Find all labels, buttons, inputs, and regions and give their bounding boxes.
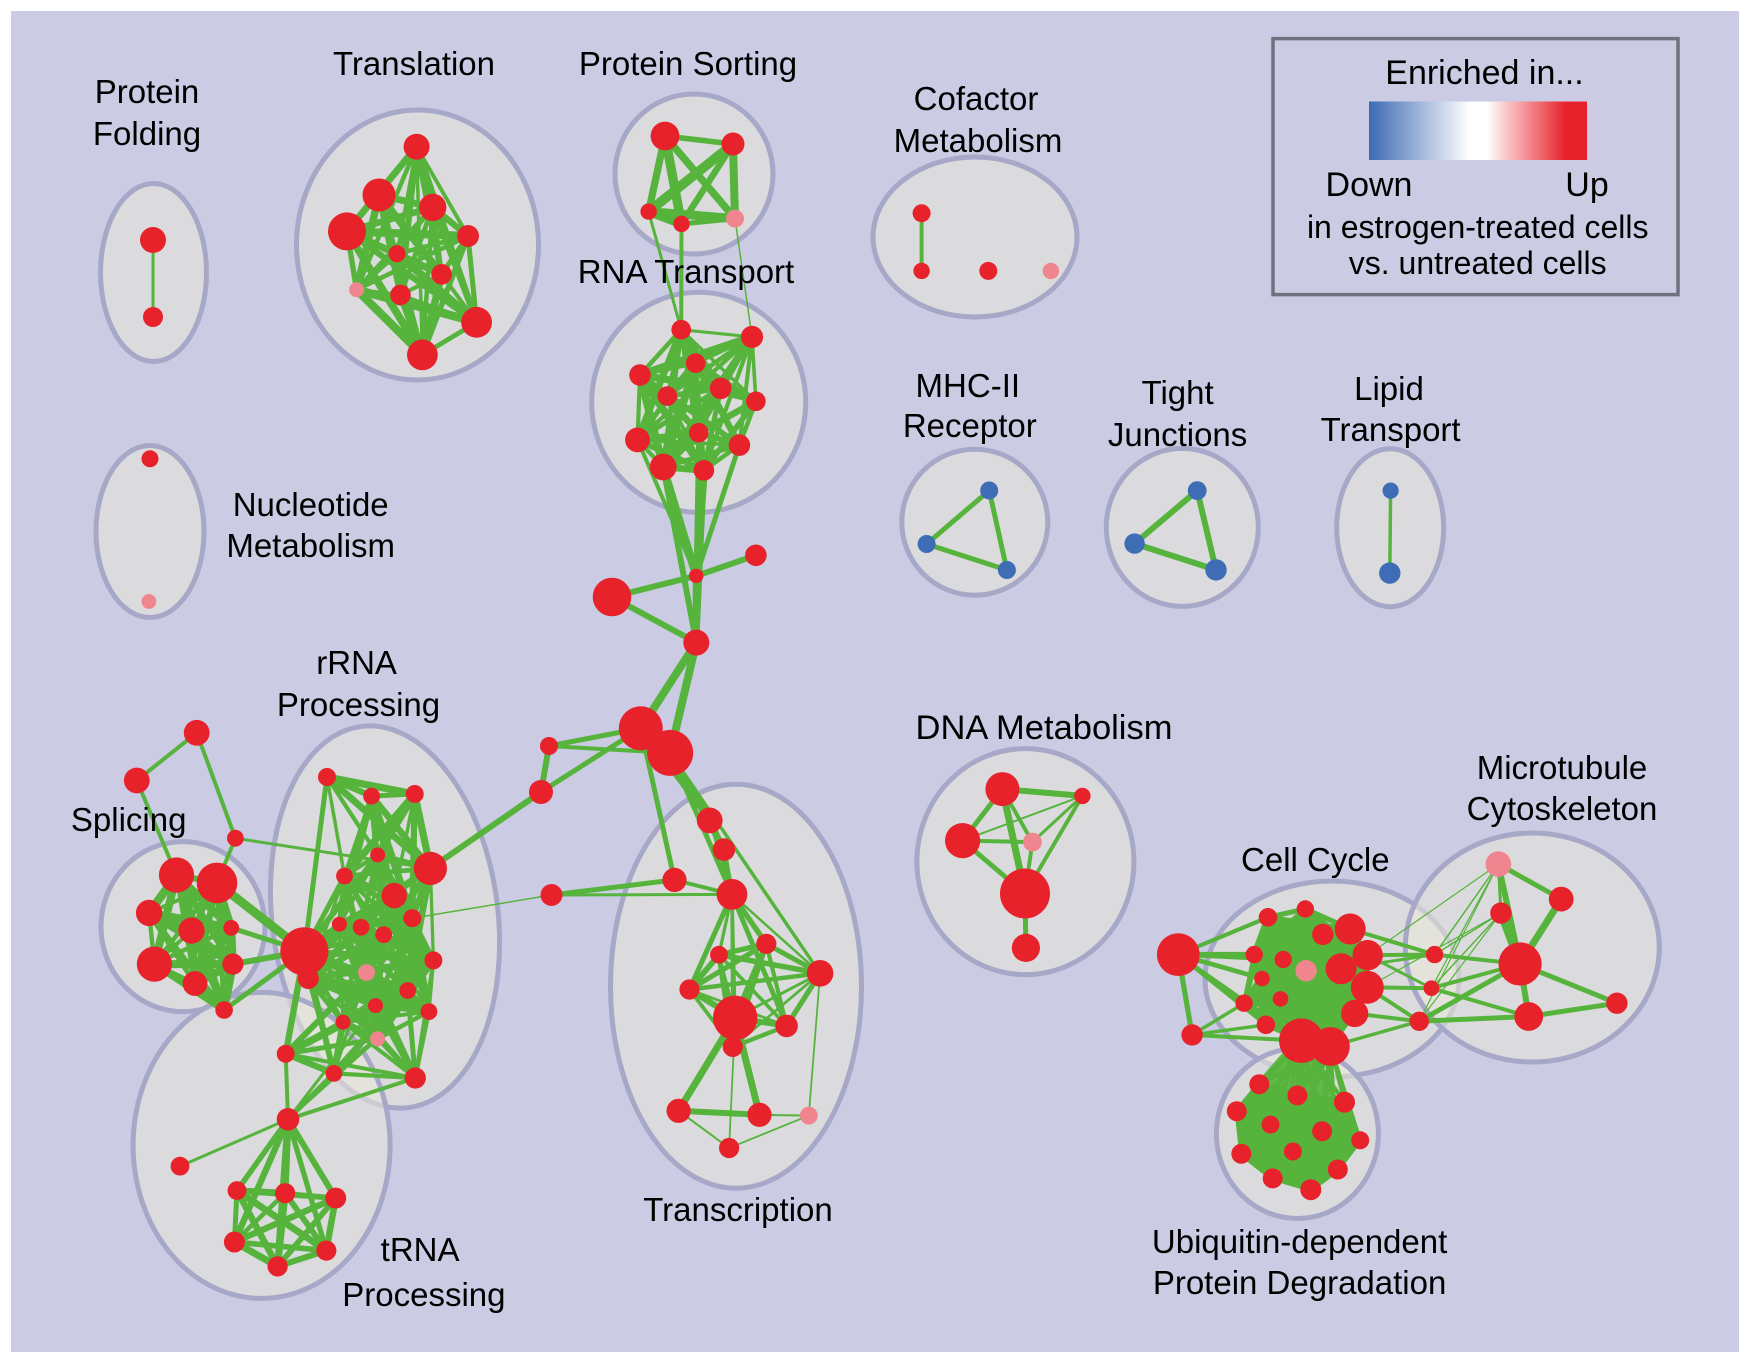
svg-text:Ubiquitin-dependent: Ubiquitin-dependent — [1152, 1223, 1447, 1260]
svg-text:Metabolism: Metabolism — [226, 527, 395, 564]
svg-text:rRNA: rRNA — [316, 644, 397, 681]
svg-text:Protein: Protein — [95, 73, 200, 110]
svg-text:Processing: Processing — [342, 1276, 505, 1313]
svg-text:Down: Down — [1326, 166, 1413, 204]
svg-text:Processing: Processing — [277, 686, 440, 723]
svg-text:Splicing: Splicing — [71, 801, 187, 838]
svg-text:Junctions: Junctions — [1108, 416, 1247, 453]
svg-text:Microtubule: Microtubule — [1477, 749, 1648, 786]
svg-text:Transcription: Transcription — [643, 1191, 833, 1228]
svg-text:Tight: Tight — [1142, 374, 1214, 411]
svg-text:Metabolism: Metabolism — [894, 122, 1063, 159]
svg-text:Up: Up — [1565, 166, 1608, 204]
svg-text:Cytoskeleton: Cytoskeleton — [1467, 790, 1658, 827]
svg-text:Receptor: Receptor — [903, 407, 1037, 444]
svg-text:Cofactor: Cofactor — [914, 80, 1039, 117]
svg-text:Transport: Transport — [1321, 411, 1461, 448]
svg-text:Cell Cycle: Cell Cycle — [1241, 841, 1390, 878]
svg-text:vs. untreated cells: vs. untreated cells — [1349, 245, 1607, 281]
svg-text:Translation: Translation — [333, 45, 495, 82]
svg-text:tRNA: tRNA — [381, 1231, 460, 1268]
svg-text:Protein Sorting: Protein Sorting — [579, 45, 797, 82]
svg-text:Protein Degradation: Protein Degradation — [1153, 1264, 1447, 1301]
svg-text:Folding: Folding — [93, 115, 201, 152]
svg-text:DNA Metabolism: DNA Metabolism — [916, 709, 1173, 747]
svg-text:MHC-II: MHC-II — [916, 367, 1020, 404]
svg-text:Lipid: Lipid — [1354, 370, 1424, 407]
svg-text:RNA Transport: RNA Transport — [578, 253, 794, 290]
svg-text:Enriched in...: Enriched in... — [1385, 54, 1583, 92]
svg-text:in estrogen-treated cells: in estrogen-treated cells — [1307, 209, 1649, 245]
svg-text:Nucleotide: Nucleotide — [233, 486, 389, 523]
